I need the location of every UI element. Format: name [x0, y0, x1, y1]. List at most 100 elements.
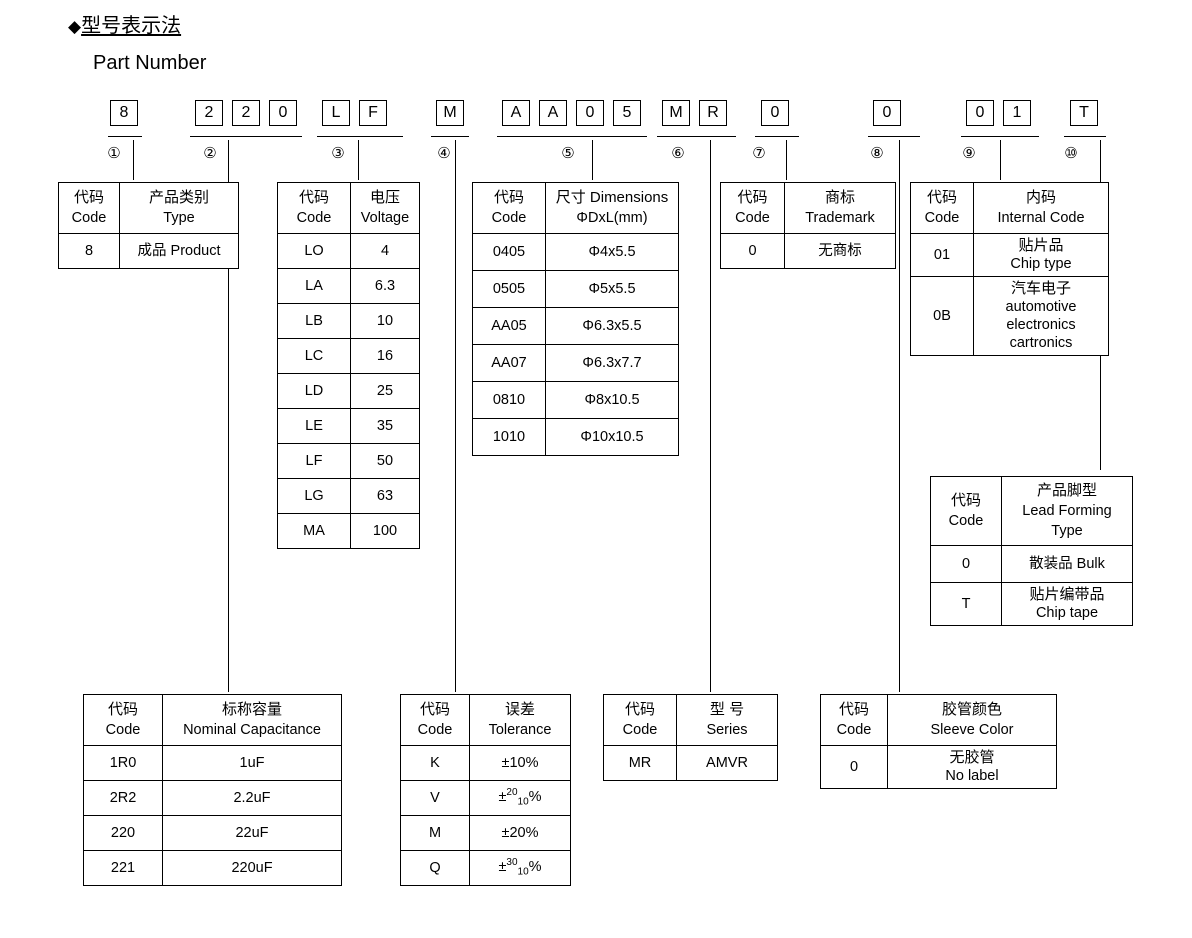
table-row: 01 贴片品 Chip type [910, 233, 1109, 277]
diamond-bullet-icon: ◆ [68, 17, 82, 36]
tolerance-lower: 10 [517, 796, 529, 808]
table-row: 0B 汽车电子 automotive electronics cartronic… [910, 276, 1109, 356]
tolerance-sign: ± [498, 788, 507, 805]
table-row: 8 成品 Product [58, 233, 239, 269]
cell-code: 0 [720, 233, 785, 269]
group-number-8: ⑧ [870, 145, 884, 162]
header-code: 代码 Code [400, 694, 470, 746]
header-code: 代码 Code [58, 182, 120, 234]
table-header-row: 代码 Code 误差 Tolerance [400, 694, 571, 746]
cell-value: 50 [350, 443, 420, 479]
pn-char-2-3: 0 [269, 100, 297, 126]
table-internal-code: 代码 Code 内码 Internal Code 01 贴片品 Chip typ… [910, 182, 1109, 356]
cell-code: 0 [820, 745, 888, 789]
connector-line-7 [786, 140, 787, 180]
group-number-4: ④ [437, 145, 451, 162]
cell-code: 0505 [472, 270, 546, 308]
table-row: K ±10% [400, 745, 571, 781]
cell-code: AA07 [472, 344, 546, 382]
header-dimensions: 尺寸 Dimensions ΦDxL(mm) [545, 182, 679, 234]
pn-char-5-2: A [539, 100, 567, 126]
pn-char-10-1: T [1070, 100, 1098, 126]
cell-code: LG [277, 478, 351, 514]
header-code: 代码 Code [83, 694, 163, 746]
cell-value: Φ8x10.5 [545, 381, 679, 419]
connector-line-4 [455, 140, 456, 692]
header-code: 代码 Code [820, 694, 888, 746]
header-code: 代码 Code [910, 182, 974, 234]
cell-code: 0 [930, 545, 1002, 583]
cell-value: 6.3 [350, 268, 420, 304]
cell-value: 100 [350, 513, 420, 549]
connector-line-6 [710, 140, 711, 692]
table-header-row: 代码 Code 产品脚型 Lead Forming Type [930, 476, 1133, 546]
cell-code: 8 [58, 233, 120, 269]
pn-char-9-1: 0 [966, 100, 994, 126]
table-row: 0 散装品 Bulk [930, 545, 1133, 583]
header-tolerance: 误差 Tolerance [469, 694, 571, 746]
cell-value: 成品 Product [119, 233, 239, 269]
table-row: MR AMVR [603, 745, 778, 781]
cell-code: K [400, 745, 470, 781]
cell-value: AMVR [676, 745, 778, 781]
page-title-cn: ◆型号表示法 [68, 13, 181, 40]
cell-code: M [400, 815, 470, 851]
connector-line-8 [899, 140, 900, 692]
cell-value: ±10% [469, 745, 571, 781]
header-voltage: 电压 Voltage [350, 182, 420, 234]
cell-value: 无商标 [784, 233, 896, 269]
tolerance-upper: 20 [506, 787, 518, 799]
table-lead-forming-type: 代码 Code 产品脚型 Lead Forming Type 0 散装品 Bul… [930, 476, 1133, 626]
cell-code: LB [277, 303, 351, 339]
header-code: 代码 Code [720, 182, 785, 234]
tolerance-unit: % [528, 788, 542, 805]
group-bar-10 [1064, 136, 1106, 137]
table-row: M ±20% [400, 815, 571, 851]
header-series: 型 号 Series [676, 694, 778, 746]
table-header-row: 代码 Code 内码 Internal Code [910, 182, 1109, 234]
table-header-row: 代码 Code 商标 Trademark [720, 182, 896, 234]
table-series: 代码 Code 型 号 Series MR AMVR [603, 694, 778, 781]
header-internal-code: 内码 Internal Code [973, 182, 1109, 234]
table-header-row: 代码 Code 尺寸 Dimensions ΦDxL(mm) [472, 182, 679, 234]
group-bar-9 [961, 136, 1039, 137]
page-title-en: Part Number [93, 52, 207, 74]
cell-value: 2.2uF [162, 780, 342, 816]
table-row: V ±2010% [400, 780, 571, 816]
table-row: 0 无胶管 No label [820, 745, 1057, 789]
group-number-6: ⑥ [671, 145, 685, 162]
pn-char-3-1: L [322, 100, 350, 126]
cell-value: 1uF [162, 745, 342, 781]
group-bar-2 [190, 136, 302, 137]
table-row: 0 无商标 [720, 233, 896, 269]
page-title-cn-text: 型号表示法 [81, 15, 182, 37]
cell-value: 汽车电子 automotive electronics cartronics [973, 276, 1109, 356]
group-bar-4 [431, 136, 469, 137]
pn-char-6-2: R [699, 100, 727, 126]
cell-value: 贴片编带品 Chip tape [1001, 582, 1133, 626]
group-bar-3 [317, 136, 403, 137]
pn-char-2-1: 2 [195, 100, 223, 126]
cell-code: LD [277, 373, 351, 409]
pn-char-2-2: 2 [232, 100, 260, 126]
pn-char-5-1: A [502, 100, 530, 126]
cell-value: 220uF [162, 850, 342, 886]
cell-code: 1R0 [83, 745, 163, 781]
pn-char-9-2: 1 [1003, 100, 1031, 126]
cell-code: 220 [83, 815, 163, 851]
cell-code: MA [277, 513, 351, 549]
tolerance-lower: 10 [517, 866, 529, 878]
